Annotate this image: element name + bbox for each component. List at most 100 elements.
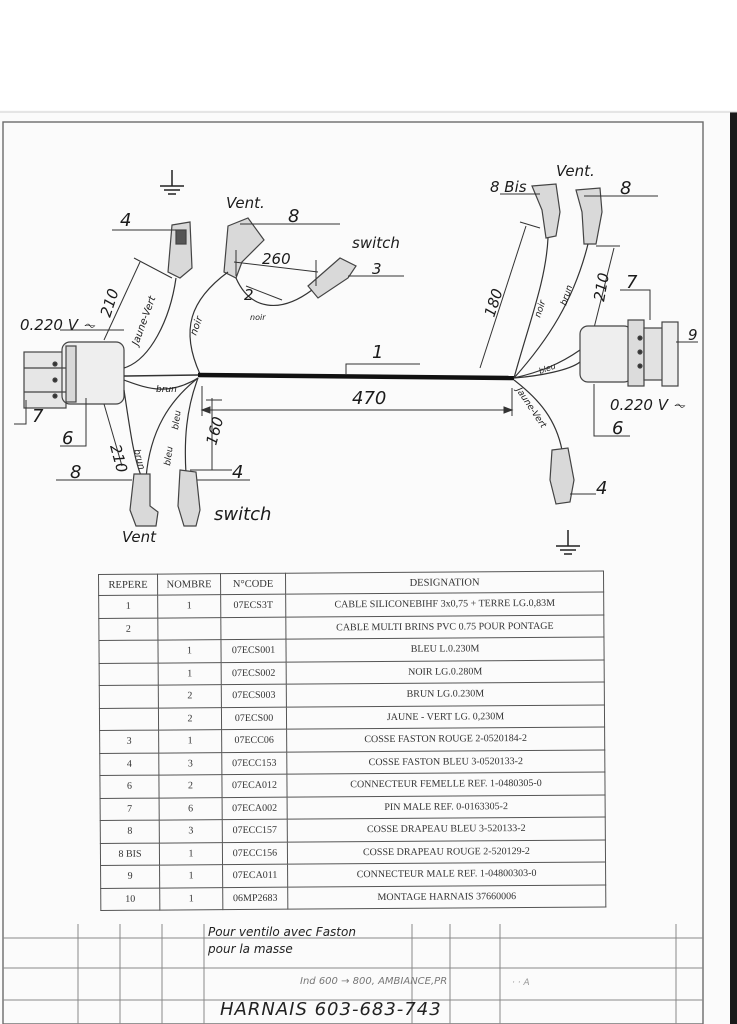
terminal-4-switch-bottom xyxy=(177,469,201,527)
ground-symbol-left xyxy=(160,170,184,195)
label-vent-right: Vent. xyxy=(556,162,595,180)
table-cell: COSSE FASTON BLEU 3-0520133-2 xyxy=(286,749,605,775)
main-cable xyxy=(197,372,515,381)
table-cell: 07ECS3T xyxy=(220,594,286,618)
table-cell xyxy=(99,685,159,708)
wires-lower-left xyxy=(123,377,199,479)
label-7-right: 7 xyxy=(626,272,638,293)
title-block-note-line1: Pour ventilo avec Faston xyxy=(208,925,356,939)
label-voltage-right: 0.220 V ⏦ xyxy=(610,396,686,414)
table-cell: COSSE FASTON ROUGE 2-0520184-2 xyxy=(286,726,605,752)
table-cell: 07ECS001 xyxy=(220,639,287,663)
table-cell: CONNECTEUR MALE REF. 1-04800303-0 xyxy=(287,861,606,887)
table-cell xyxy=(157,617,221,641)
label-9: 9 xyxy=(688,326,698,344)
label-voltage-left: 0.220 V ⏦ xyxy=(20,316,96,334)
table-cell: 1 xyxy=(158,662,222,686)
left-connector xyxy=(23,341,125,409)
label-1: 1 xyxy=(372,342,383,363)
drawing-title: HARNAIS 603-683-743 xyxy=(220,999,442,1020)
table-cell: 06MP2683 xyxy=(222,886,288,910)
label-switch-top: switch xyxy=(352,234,400,252)
right-connector xyxy=(579,319,679,387)
table-cell: 07ECC06 xyxy=(221,729,287,753)
table-cell: 1 xyxy=(158,729,222,753)
table-cell: 2 xyxy=(158,684,222,708)
label-bleu-2: bleu xyxy=(163,445,176,466)
table-cell: 1 xyxy=(159,842,223,866)
label-8-bottom: 8 xyxy=(70,462,81,483)
table-cell xyxy=(99,662,159,686)
label-switch-bottom: switch xyxy=(214,504,271,525)
wires-upper-right xyxy=(513,237,589,379)
label-4-top-left: 4 xyxy=(120,210,131,231)
table-cell: 07ECC153 xyxy=(221,751,287,775)
terminal-8-vent-right xyxy=(575,187,603,245)
table-cell: 07ECA002 xyxy=(222,796,288,820)
label-470: 470 xyxy=(352,388,386,409)
table-cell: CONNECTEUR FEMELLE REF. 1-0480305-0 xyxy=(286,771,606,797)
table-cell xyxy=(220,616,286,640)
label-8-right: 8 xyxy=(620,178,631,199)
scan-edge xyxy=(730,112,737,1024)
label-8-top: 8 xyxy=(288,206,299,227)
terminal-4-top-left xyxy=(167,221,193,279)
table-cell xyxy=(98,640,159,663)
ground-symbol-right xyxy=(556,530,580,555)
table-cell: 3 xyxy=(158,752,222,776)
dimension-470 xyxy=(200,386,514,416)
label-vent-bottom: Vent xyxy=(122,528,157,546)
table-cell: 8 xyxy=(100,820,160,843)
table-cell: 07ECC156 xyxy=(222,841,288,865)
label-noir-small: noir xyxy=(250,313,266,322)
terminal-4-right xyxy=(549,447,575,505)
label-brun-mid: brun xyxy=(156,385,177,395)
label-4-right: 4 xyxy=(596,478,607,499)
table-cell xyxy=(99,707,159,731)
col-header-code: N°CODE xyxy=(220,573,286,595)
table-cell: 9 xyxy=(100,865,160,888)
table-cell: 2 xyxy=(98,617,158,641)
table-cell: 1 xyxy=(159,864,223,888)
col-header-repere: REPERE xyxy=(98,574,158,596)
table-cell: 1 xyxy=(157,639,222,663)
table-cell: 07ECA012 xyxy=(221,774,288,798)
terminal-8bis xyxy=(531,183,561,239)
table-cell: 1 xyxy=(98,595,158,618)
table-cell: 3 xyxy=(99,730,159,753)
table-cell: 2 xyxy=(158,707,222,731)
table-cell: 07ECS00 xyxy=(221,706,287,730)
table-cell: BRUN LG.0.230M xyxy=(286,681,605,707)
table-cell: 2 xyxy=(158,774,223,798)
table-cell: 1 xyxy=(159,887,223,911)
table-cell: 7 xyxy=(100,797,160,821)
label-bleu-1: bleu xyxy=(171,409,184,430)
table-cell: 4 xyxy=(99,752,159,776)
table-cell: CABLE SILICONEBIHF 3x0,75 + TERRE LG.0,8… xyxy=(285,591,604,617)
table-cell: NOIR LG.0.280M xyxy=(286,659,605,685)
title-block-note-line2: pour la masse xyxy=(208,942,293,956)
table-cell: 07ECS003 xyxy=(221,684,287,708)
table-cell: CABLE MULTI BRINS PVC 0.75 POUR PONTAGE xyxy=(285,614,604,640)
table-cell: COSSE DRAPEAU BLEU 3-520133-2 xyxy=(287,816,606,842)
terminal-3-switch xyxy=(307,257,357,299)
table-cell: BLEU L.0.230M xyxy=(285,636,605,662)
title-block-grid xyxy=(3,924,703,1024)
table-cell: PIN MALE REF. 0-0163305-2 xyxy=(287,794,606,820)
label-4-bottom: 4 xyxy=(232,462,243,483)
label-210-right: 210 xyxy=(590,271,613,302)
table-cell: COSSE DRAPEAU ROUGE 2-520129-2 xyxy=(287,839,606,865)
label-vent-top: Vent. xyxy=(226,194,265,212)
table-cell: 3 xyxy=(159,819,223,843)
table-cell: 10 xyxy=(100,887,160,911)
table-cell: 6 xyxy=(159,797,223,821)
label-7-left: 7 xyxy=(32,406,44,427)
table-cell: 1 xyxy=(157,594,221,618)
terminal-8-vent-bottom xyxy=(129,473,159,527)
table-cell: 6 xyxy=(99,775,160,798)
label-3: 3 xyxy=(372,260,382,278)
title-block-reference: Ind 600 → 800, AMBIANCE,PR xyxy=(300,976,448,987)
